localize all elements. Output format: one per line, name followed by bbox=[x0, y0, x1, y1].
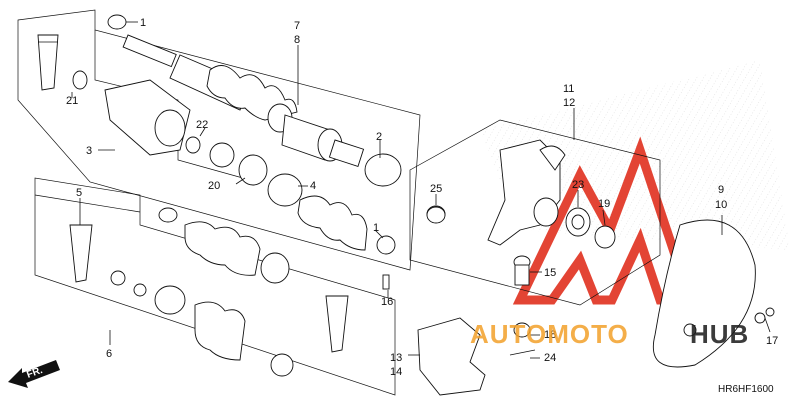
label-4: 4 bbox=[310, 180, 316, 192]
label-14: 14 bbox=[390, 366, 402, 378]
label-5: 5 bbox=[76, 187, 82, 199]
label-3: 3 bbox=[86, 145, 92, 157]
label-23: 23 bbox=[572, 179, 584, 191]
steering-knuckle bbox=[426, 139, 566, 286]
label-2: 2 bbox=[376, 131, 382, 143]
label-1-mid: 1 bbox=[373, 222, 379, 234]
label-1-top: 1 bbox=[140, 17, 146, 29]
label-8: 8 bbox=[294, 34, 300, 46]
label-15: 15 bbox=[544, 267, 556, 279]
label-12: 12 bbox=[563, 97, 575, 109]
label-24: 24 bbox=[544, 352, 556, 364]
label-7: 7 bbox=[294, 20, 300, 32]
fr-label: FR. bbox=[25, 365, 44, 381]
label-10: 10 bbox=[715, 199, 727, 211]
label-9: 9 bbox=[718, 184, 724, 196]
snap-rings-lower bbox=[110, 270, 147, 297]
label-11: 11 bbox=[563, 83, 574, 95]
cv-joint-upper bbox=[104, 79, 268, 186]
knuckle-group-frame bbox=[409, 119, 661, 306]
watermark-dark: HUB bbox=[690, 319, 749, 349]
label-19: 19 bbox=[598, 198, 610, 210]
front-direction-arrow: FR. bbox=[8, 360, 60, 388]
label-16: 16 bbox=[381, 296, 393, 308]
boot-clamps bbox=[267, 153, 446, 255]
label-20: 20 bbox=[208, 180, 220, 192]
leader-lines bbox=[71, 21, 771, 359]
wheel-bearings bbox=[565, 207, 616, 249]
watermark-logo bbox=[512, 136, 697, 305]
watermark-orange: AUTOMOTO bbox=[470, 319, 629, 349]
diagram-code: HR6HF1600 bbox=[718, 384, 774, 395]
watermark-text: AUTOMOTO HUB bbox=[470, 319, 749, 349]
lower-driveshaft bbox=[154, 207, 294, 377]
disc-cover bbox=[653, 219, 775, 368]
upper-driveshaft bbox=[107, 14, 365, 167]
label-13: 13 bbox=[390, 352, 402, 364]
part-number-labels: 1 1 2 3 4 5 6 7 8 9 10 11 12 13 14 15 16… bbox=[66, 17, 778, 378]
upper-left-group-frame bbox=[17, 9, 421, 271]
grease-tube-upper bbox=[37, 34, 88, 91]
label-22: 22 bbox=[196, 119, 208, 131]
label-6: 6 bbox=[106, 348, 112, 360]
inboard-boot bbox=[297, 195, 368, 251]
label-18: 18 bbox=[544, 329, 556, 341]
lower-bracket bbox=[382, 274, 536, 396]
label-17: 17 bbox=[766, 335, 778, 347]
label-25: 25 bbox=[430, 183, 442, 195]
lower-left-group-frame bbox=[34, 177, 396, 396]
grease-tube-lower bbox=[69, 224, 349, 353]
label-21: 21 bbox=[66, 95, 78, 107]
